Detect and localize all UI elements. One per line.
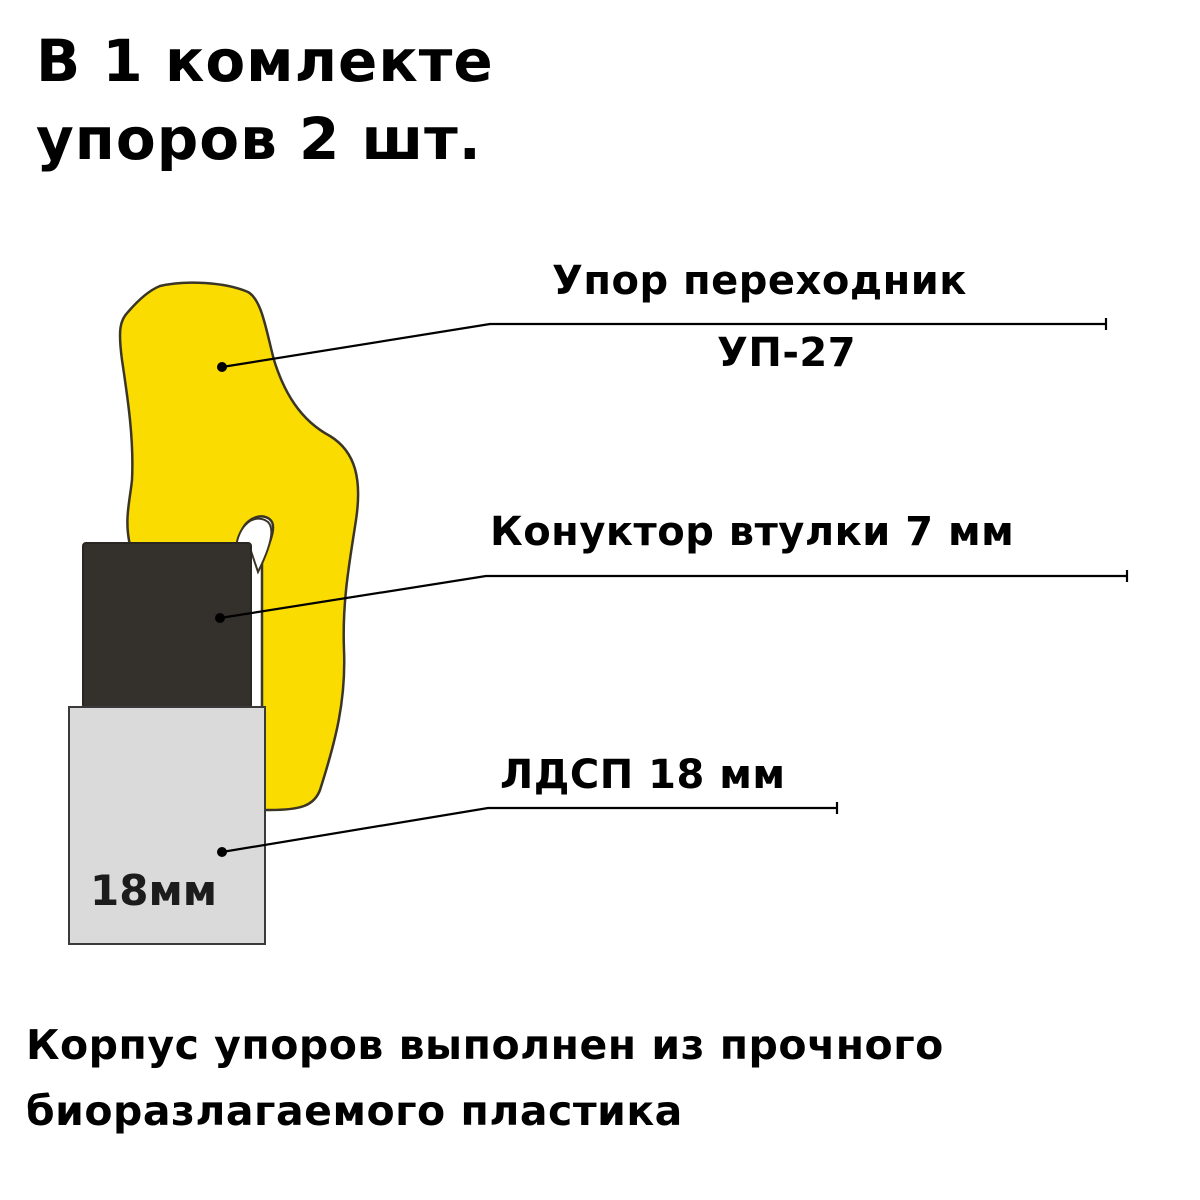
adapter-shape [118, 281, 360, 812]
dot-adapter [217, 362, 227, 372]
dot-bushing-jig [215, 613, 225, 623]
chipboard-thickness-label: 18мм [90, 866, 217, 915]
dot-chipboard [217, 847, 227, 857]
leader-lines [219, 318, 1129, 854]
leader-bushing-jig [219, 574, 1127, 620]
label-adapter-model: УП-27 [717, 330, 857, 376]
label-adapter-name: Упор переходник [552, 258, 967, 304]
leader-adapter [221, 322, 1106, 369]
leader-chipboard [221, 806, 837, 854]
headline: В 1 комлекте упоров 2 шт. [36, 22, 494, 178]
chipboard-shape [68, 706, 266, 945]
material-note-line-1: Корпус упоров выполнен из прочного [26, 1021, 944, 1069]
adapter-hole [234, 517, 273, 575]
headline-line-1: В 1 комлекте [36, 27, 494, 95]
leader-dots [215, 362, 227, 857]
bushing-jig-shape [82, 542, 252, 709]
label-chipboard: ЛДСП 18 мм [500, 752, 786, 798]
material-note-line-2: биоразлагаемого пластика [26, 1087, 683, 1135]
headline-line-2: упоров 2 шт. [36, 105, 482, 173]
label-bushing-jig: Конуктор втулки 7 мм [490, 509, 1015, 555]
material-note: Корпус упоров выполнен из прочного биора… [26, 1012, 944, 1144]
